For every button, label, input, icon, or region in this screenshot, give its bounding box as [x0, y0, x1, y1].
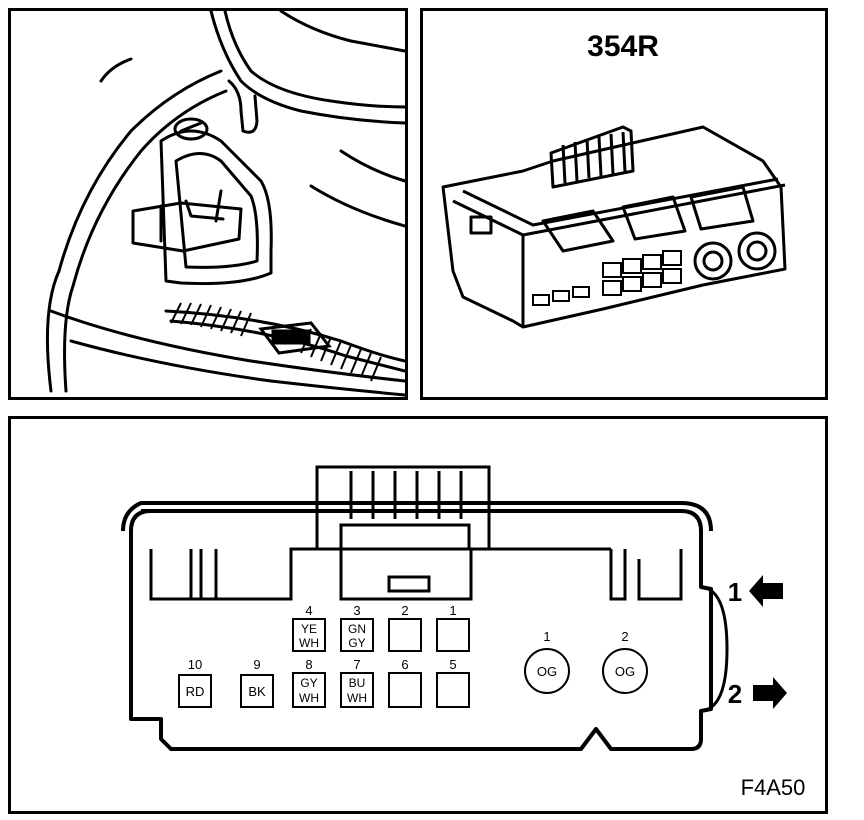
- pinout-drawing: 4 YE WH 3 GN GY 2 1 10 RD 9 BK: [121, 465, 806, 800]
- pin-cell-8: 8 GY WH: [292, 657, 326, 708]
- arrow-left-icon: [749, 575, 783, 607]
- figure-code: F4A50: [741, 775, 806, 800]
- pin-cell-1: 1: [436, 603, 470, 652]
- connector-perspective-panel: 354R: [420, 8, 828, 400]
- pin-cell-5: 5: [436, 657, 470, 708]
- wire-color-top: GN: [348, 622, 366, 636]
- pin-cell-6: 6: [388, 657, 422, 708]
- wire-color-bottom: WH: [299, 636, 319, 650]
- connector-id-label: 354R: [587, 30, 659, 63]
- arrow-2: 2: [728, 677, 787, 709]
- pin-number: 7: [353, 657, 360, 672]
- wire-color-bottom: WH: [347, 691, 367, 705]
- wire-color: OG: [615, 664, 635, 679]
- trunk-location-drawing: [45, 11, 405, 397]
- pin-number: 5: [449, 657, 456, 672]
- arrow-right-icon: [753, 677, 787, 709]
- pin-number: 1: [449, 603, 456, 618]
- pin-cell-3: 3 GN GY: [340, 603, 374, 652]
- wire-color-bottom: WH: [299, 691, 319, 705]
- wire-color-bottom: GY: [348, 636, 365, 650]
- round-pin-1: 1 OG: [524, 629, 570, 694]
- pin-cell-7: 7 BU WH: [340, 657, 374, 708]
- location-view-panel: [8, 8, 408, 400]
- pin-cell-9: 9 BK: [240, 657, 274, 708]
- wire-color-top: BK: [248, 684, 266, 699]
- pin-number: 3: [353, 603, 360, 618]
- arrow-1: 1: [728, 575, 783, 607]
- connector-perspective-drawing: 354R: [441, 30, 787, 329]
- connector-outline: [121, 501, 713, 751]
- wire-color-top: BU: [349, 676, 366, 690]
- pin-cell-2: 2: [388, 603, 422, 652]
- wire-color-top: RD: [186, 684, 205, 699]
- pin-cell-10: 10 RD: [178, 657, 212, 708]
- pin-number: 9: [253, 657, 260, 672]
- pin-number: 8: [305, 657, 312, 672]
- wire-color-top: YE: [301, 622, 317, 636]
- pin-number: 2: [621, 629, 628, 644]
- pin-number: 10: [188, 657, 202, 672]
- pin-cell-4: 4 YE WH: [292, 603, 326, 652]
- pin-number: 2: [401, 603, 408, 618]
- pin-number: 1: [543, 629, 550, 644]
- pin-number: 4: [305, 603, 312, 618]
- pinout-panel: 4 YE WH 3 GN GY 2 1 10 RD 9 BK: [8, 416, 828, 814]
- arrow-number: 2: [728, 679, 742, 709]
- wire-color-top: GY: [300, 676, 317, 690]
- wire-color: OG: [537, 664, 557, 679]
- pin-number: 6: [401, 657, 408, 672]
- arrow-number: 1: [728, 577, 742, 607]
- round-pin-2: 2 OG: [602, 629, 648, 694]
